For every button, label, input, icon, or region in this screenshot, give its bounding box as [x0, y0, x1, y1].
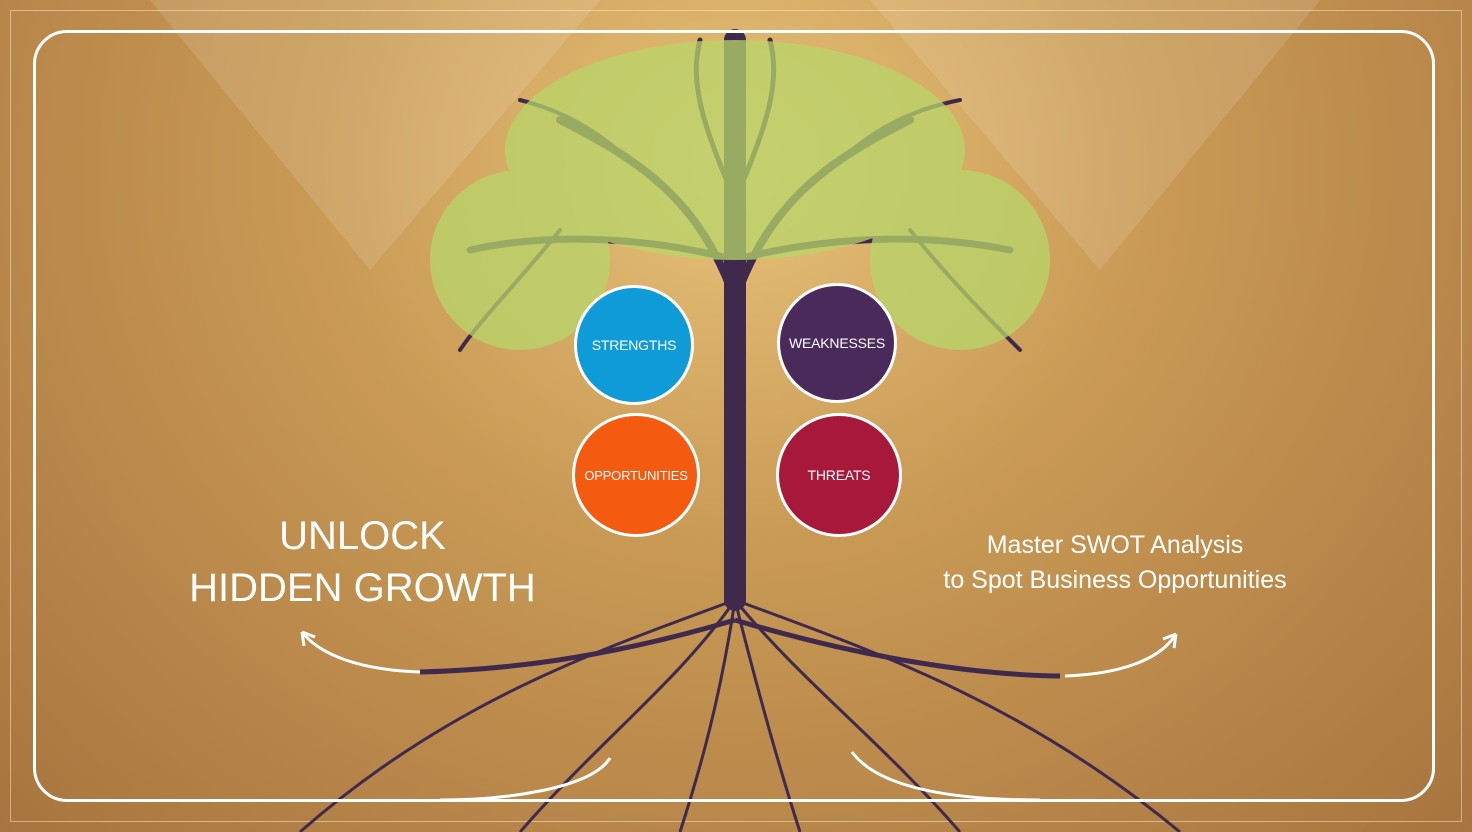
threats-label: THREATS [807, 467, 871, 483]
content-frame [33, 30, 1435, 802]
arrows [300, 630, 1178, 802]
weaknesses-circle: WEAKNESSES [777, 283, 897, 403]
threats-circle: THREATS [776, 413, 902, 537]
strengths-label: STRENGTHS [591, 337, 677, 353]
tree-roots [299, 598, 1181, 832]
headline-line-1: UNLOCK [279, 514, 446, 558]
subtitle: Master SWOT Analysis to Spot Business Op… [890, 528, 1340, 598]
weaknesses-label: WEAKNESSES [788, 335, 886, 351]
headline: UNLOCK HIDDEN GROWTH [150, 510, 575, 614]
outer-border [10, 10, 1462, 822]
opportunities-circle: OPPORTUNITIES [572, 413, 700, 537]
strengths-circle: STRENGTHS [574, 285, 694, 405]
subtitle-line-2: to Spot Business Opportunities [943, 566, 1287, 594]
headline-line-2: HIDDEN GROWTH [189, 566, 536, 610]
tree-leaves [430, 40, 1050, 350]
subtitle-line-1: Master SWOT Analysis [986, 531, 1244, 559]
opportunities-label: OPPORTUNITIES [584, 467, 688, 483]
background-chevrons [150, 0, 1320, 270]
